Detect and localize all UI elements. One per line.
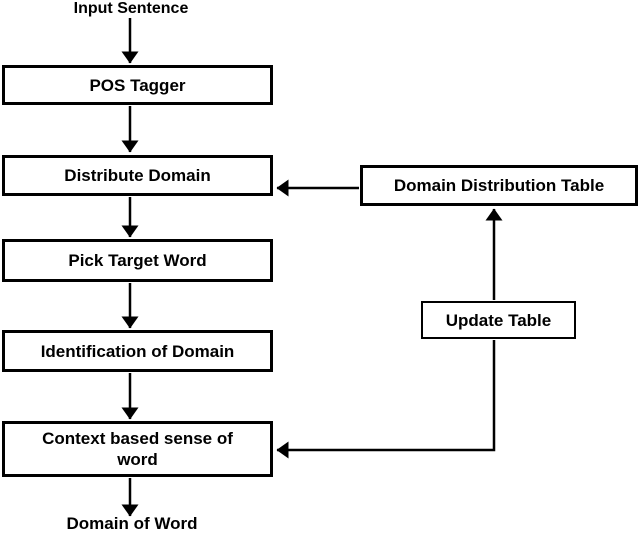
node-update-table-label: Update Table (445, 310, 552, 330)
node-domain-distribution-table: Domain Distribution Table (360, 165, 638, 206)
node-distribute-domain-label: Distribute Domain (64, 166, 211, 185)
label-domain-of-word: Domain of Word (66, 514, 198, 533)
node-identification-of-domain: Identification of Domain (2, 330, 273, 372)
node-pick-target-word-label: Pick Target Word (68, 251, 207, 270)
label-input-sentence: Input Sentence (73, 0, 189, 17)
node-context-based-sense-label: Context based sense of word (42, 429, 233, 469)
arrow-update-table-to-context-sense (276, 340, 496, 459)
node-pick-target-word: Pick Target Word (2, 239, 273, 282)
node-pos-tagger-label: POS Tagger (89, 75, 186, 95)
node-distribute-domain: Distribute Domain (2, 155, 273, 196)
node-identification-of-domain-label: Identification of Domain (40, 341, 235, 361)
node-context-based-sense: Context based sense of word (2, 421, 273, 477)
node-domain-distribution-table-label: Domain Distribution Table (393, 176, 605, 195)
node-update-table: Update Table (421, 301, 576, 339)
node-pos-tagger: POS Tagger (2, 65, 273, 105)
